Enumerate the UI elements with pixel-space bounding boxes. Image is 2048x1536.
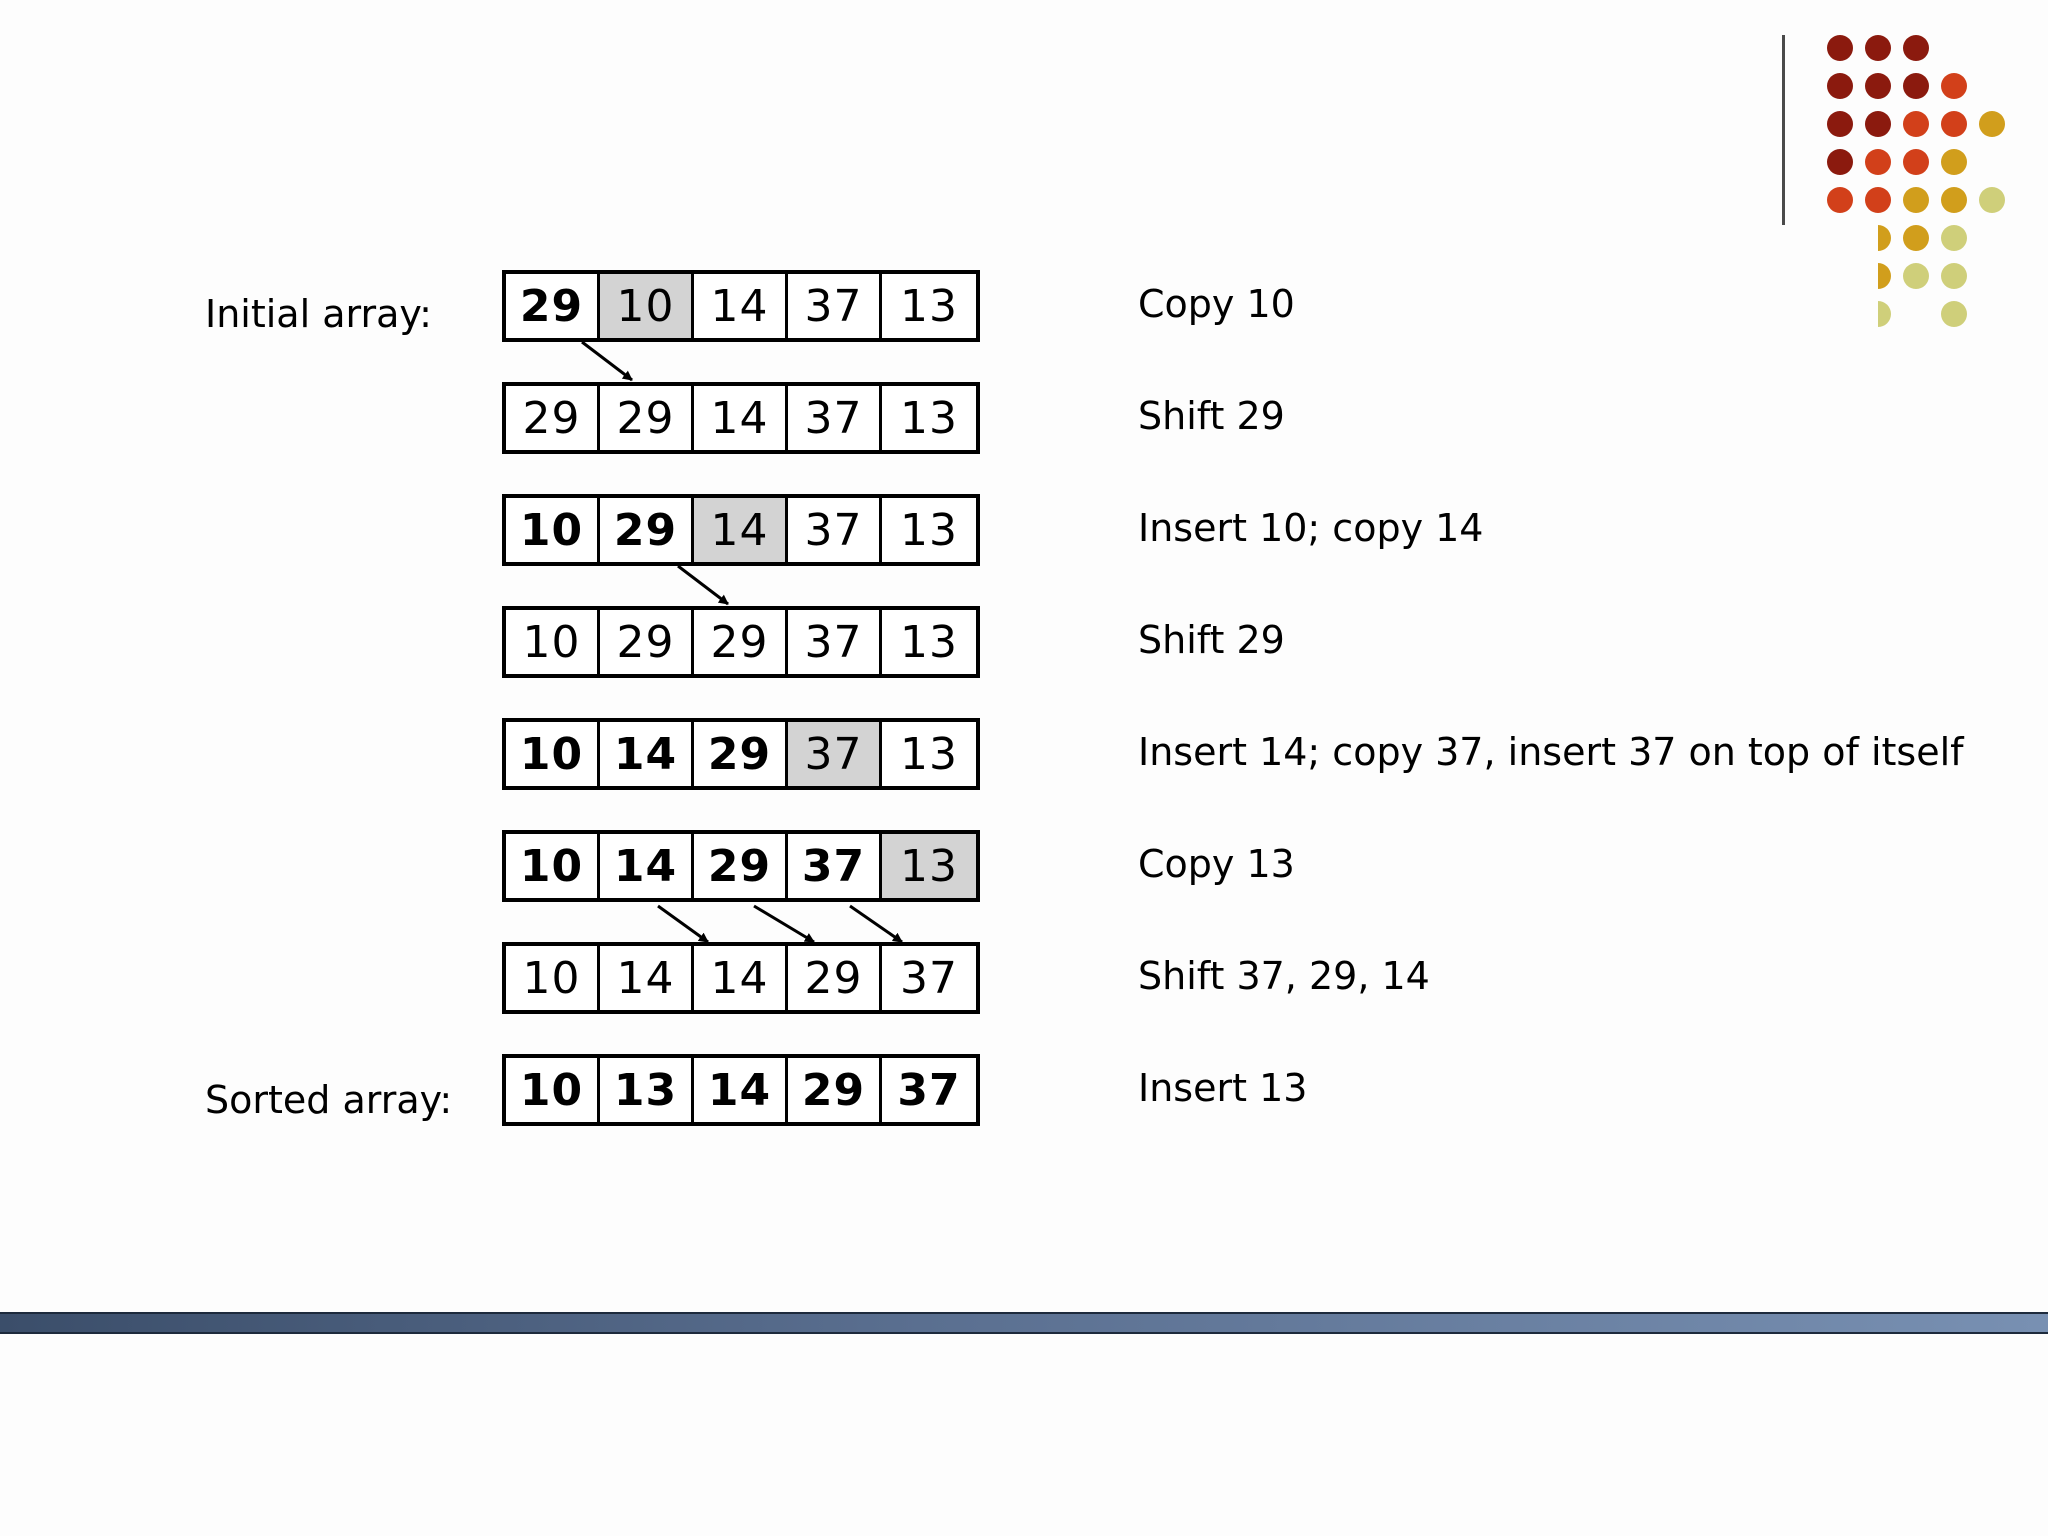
shift-arrow — [581, 340, 633, 382]
array-cell: 37 — [788, 610, 882, 674]
shift-arrow — [849, 904, 903, 944]
array-cell: 10 — [506, 834, 600, 898]
decorative-divider — [1782, 35, 1785, 238]
array-cell: 29 — [600, 386, 694, 450]
decorative-dot — [1941, 225, 1967, 251]
array-cell: 29 — [694, 722, 788, 786]
decorative-dot — [1941, 263, 1967, 289]
array-cell: 10 — [506, 722, 600, 786]
shift-arrow — [753, 904, 815, 944]
decorative-dot-grid — [1760, 35, 2005, 330]
decorative-dot — [1903, 263, 1929, 289]
array-cell: 29 — [788, 946, 882, 1010]
step-description: Insert 14; copy 37, insert 37 on top of … — [1138, 730, 1964, 774]
array-cell: 10 — [506, 610, 600, 674]
array-cell: 29 — [600, 610, 694, 674]
decorative-dot — [1903, 111, 1929, 137]
step-description: Insert 10; copy 14 — [1138, 506, 1484, 550]
decorative-dot — [1865, 187, 1891, 213]
step-description: Copy 13 — [1138, 842, 1295, 886]
array-cell: 37 — [788, 834, 882, 898]
array-cell: 14 — [694, 946, 788, 1010]
decorative-dot — [1941, 111, 1967, 137]
array-cell: 10 — [506, 498, 600, 562]
decorative-dot — [1827, 111, 1853, 137]
array-cell: 37 — [788, 498, 882, 562]
array-cell: 14 — [694, 274, 788, 338]
decorative-dot — [1979, 187, 2005, 213]
decorative-dot — [1903, 187, 1929, 213]
array-cell: 37 — [788, 274, 882, 338]
array-cell: 14 — [600, 834, 694, 898]
step-description: Insert 13 — [1138, 1066, 1308, 1110]
array-cell: 13 — [600, 1058, 694, 1122]
array-cell: 13 — [900, 504, 958, 556]
step-description: Shift 29 — [1138, 618, 1285, 662]
array-cell: 29 — [788, 1058, 882, 1122]
decorative-dot — [1865, 111, 1891, 137]
array-cell: 29 — [506, 274, 600, 338]
array-cell: 13 — [900, 392, 958, 444]
decorative-dot — [1941, 187, 1967, 213]
array-cell: 14 — [600, 946, 694, 1010]
step-description: Shift 29 — [1138, 394, 1285, 438]
decorative-dot — [1827, 73, 1853, 99]
array-cell: 13 — [900, 728, 958, 780]
dot-mask — [1760, 225, 1878, 330]
decorative-dot — [1865, 149, 1891, 175]
array-cell: 14 — [694, 1058, 788, 1122]
step-description: Copy 10 — [1138, 282, 1295, 326]
decorative-dot — [1903, 225, 1929, 251]
shift-arrow — [657, 904, 709, 944]
array-cell: 13 — [900, 280, 958, 332]
array-cell: 14 — [694, 386, 788, 450]
decorative-dot — [1865, 73, 1891, 99]
decorative-dot — [1941, 301, 1967, 327]
array-cell: 14 — [694, 498, 788, 562]
array-cell: 29 — [694, 834, 788, 898]
array-cell: 37 — [788, 722, 882, 786]
decorative-dot — [1979, 111, 2005, 137]
decorative-dot — [1827, 149, 1853, 175]
array-cell: 14 — [600, 722, 694, 786]
decorative-dot — [1827, 187, 1853, 213]
sorted-array-label: Sorted array: — [205, 1078, 453, 1122]
decorative-dot — [1865, 35, 1891, 61]
decorative-dot — [1903, 73, 1929, 99]
array-cell: 10 — [506, 946, 600, 1010]
decorative-dot — [1941, 73, 1967, 99]
array-cell: 10 — [600, 274, 694, 338]
decorative-dot — [1903, 35, 1929, 61]
array-cell: 29 — [600, 498, 694, 562]
array-cell: 37 — [900, 952, 958, 1004]
array-cell: 37 — [788, 386, 882, 450]
decorative-dot — [1941, 149, 1967, 175]
step-description: Shift 37, 29, 14 — [1138, 954, 1430, 998]
array-cell: 10 — [506, 1058, 600, 1122]
array-cell: 13 — [900, 616, 958, 668]
array-cell: 13 — [882, 834, 976, 898]
decorative-dot — [1827, 35, 1853, 61]
array-cell: 29 — [694, 610, 788, 674]
decorative-dot — [1903, 149, 1929, 175]
footer-bar — [0, 1312, 2048, 1334]
array-cell: 37 — [897, 1064, 961, 1116]
array-cell: 29 — [506, 386, 600, 450]
shift-arrow — [677, 564, 729, 606]
initial-array-label: Initial array: — [205, 292, 432, 336]
